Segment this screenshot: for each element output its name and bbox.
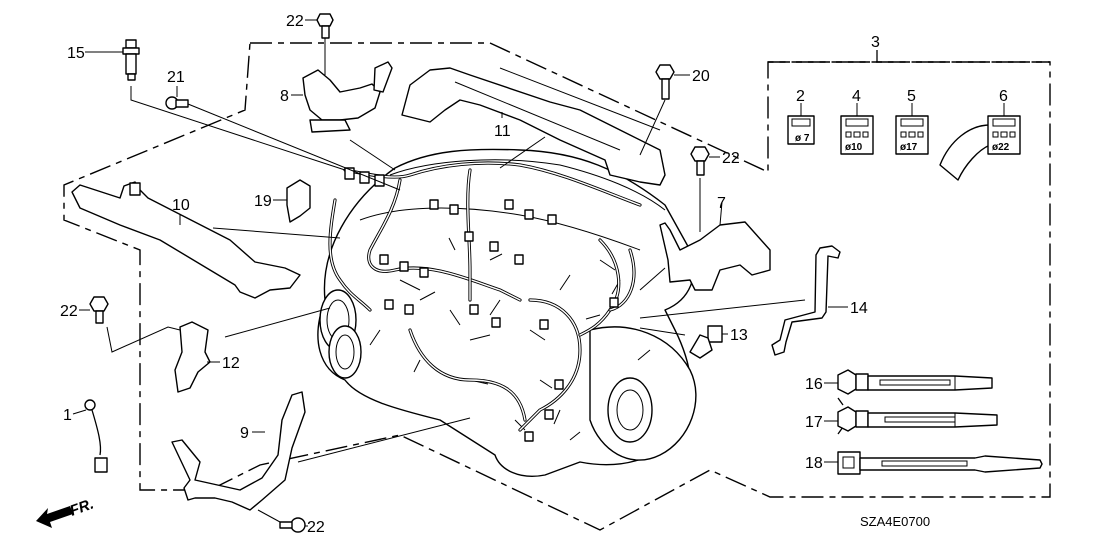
callout-7: 7: [717, 195, 726, 212]
part-22-bolt-right[interactable]: [690, 146, 710, 176]
callout-5: 5: [907, 88, 916, 105]
callout-2: 2: [796, 88, 805, 105]
part-8-bracket[interactable]: [302, 61, 396, 171]
callout-21: 21: [167, 69, 185, 86]
part-21-bolt[interactable]: [118, 90, 401, 191]
cable-tie-17[interactable]: [837, 397, 998, 435]
callout-22-top: 22: [286, 13, 304, 30]
callout-22-bottom: 22: [307, 519, 325, 536]
part-22-bolt-top[interactable]: [316, 13, 334, 75]
engine-assembly: [317, 148, 697, 477]
callout-10: 10: [172, 197, 190, 214]
callout-22-right: 22: [722, 150, 740, 167]
grommet-5[interactable]: ø17: [895, 103, 929, 155]
part-7-bracket[interactable]: [639, 178, 771, 291]
front-direction-indicator: FR.: [36, 496, 96, 528]
callout-16: 16: [805, 376, 823, 393]
harness-assembly-boundary: [63, 42, 1051, 531]
part-20-bolt[interactable]: [639, 64, 675, 156]
part-22-bolt-bottom[interactable]: [257, 509, 306, 533]
grommet-2[interactable]: ø 7: [787, 103, 815, 145]
callout-8: 8: [280, 88, 289, 105]
main-harness-wires: [328, 161, 642, 442]
grommet-5-diameter: ø17: [900, 142, 918, 153]
part-12-bracket[interactable]: [174, 307, 331, 393]
grommet-4-diameter: ø10: [845, 142, 863, 153]
part-15-sensor-bolt[interactable]: [122, 39, 346, 171]
callout-18: 18: [805, 455, 823, 472]
front-arrow-icon: [36, 506, 73, 528]
front-label: FR.: [68, 496, 97, 520]
callout-20: 20: [692, 68, 710, 85]
callout-13: 13: [730, 327, 748, 344]
callout-4: 4: [852, 88, 861, 105]
cable-tie-16[interactable]: [837, 369, 993, 395]
callout-11: 11: [494, 123, 511, 140]
part-1-sensor[interactable]: [84, 399, 108, 473]
part-14-bracket[interactable]: [639, 245, 841, 356]
callout-23: 22: [60, 303, 78, 320]
grommet-4[interactable]: ø10: [840, 103, 874, 155]
part-23-bolt[interactable]: [89, 296, 181, 353]
part-13-connector[interactable]: [639, 325, 723, 359]
callout-19: 19: [254, 193, 272, 210]
callout-3: 3: [871, 34, 880, 51]
callout-17: 17: [805, 414, 823, 431]
callout-9: 9: [240, 425, 249, 442]
callout-6: 6: [999, 88, 1008, 105]
callouts: 15 21 22 8 11 20 22 3 2 4 5 6 7 19 10 22…: [60, 13, 1008, 536]
part-9-bracket[interactable]: [171, 391, 471, 511]
part-11-harness-cover[interactable]: [401, 67, 666, 186]
part-19-clip[interactable]: [286, 179, 311, 223]
grommet-6-diameter: ø22: [992, 142, 1010, 153]
grommet-2-diameter: ø 7: [795, 133, 810, 144]
cable-tie-18[interactable]: [837, 451, 1043, 475]
grommet-6[interactable]: ø22: [939, 103, 1021, 181]
callout-14: 14: [850, 300, 868, 317]
callout-15: 15: [67, 45, 85, 62]
callout-1: 1: [63, 407, 72, 424]
diagram-code: SZA4E0700: [860, 514, 930, 529]
part-10-harness-cover[interactable]: [71, 181, 341, 299]
connector-set-box: [768, 50, 1050, 63]
callout-12: 12: [222, 355, 240, 372]
